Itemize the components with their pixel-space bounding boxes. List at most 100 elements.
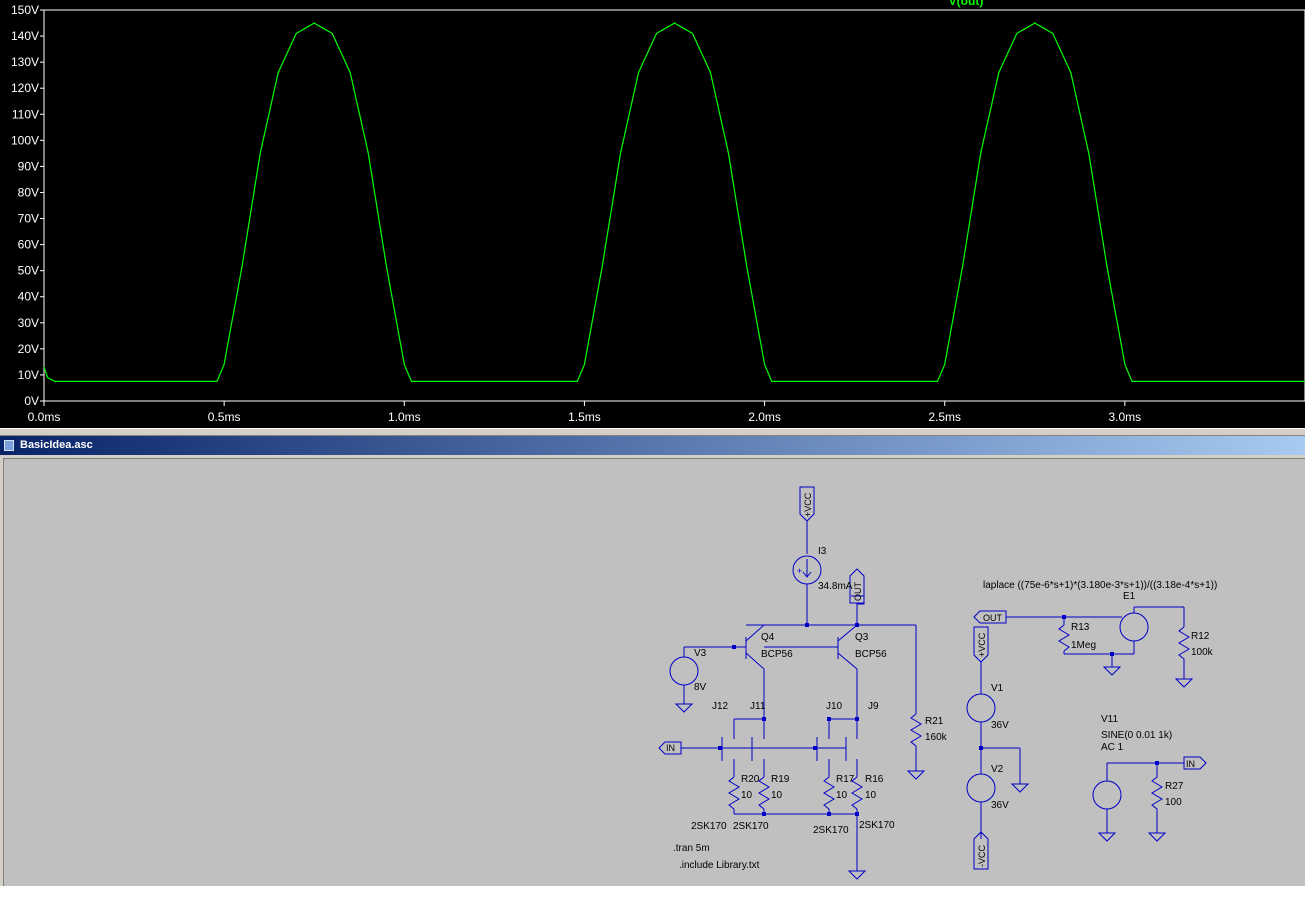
vcc-neg-flag[interactable] [973, 831, 989, 870]
y-tick-label: 70V [18, 212, 39, 226]
r12-value: 100k [1191, 647, 1214, 658]
voltage-source-v1[interactable] [966, 693, 996, 723]
v3-value: 8V [694, 682, 707, 693]
schematic-canvas[interactable]: +VCC I3 34.8mA OUT Q4 BCP56 Q3 BCP56 V3 … [3, 458, 1305, 886]
resistor-r20[interactable] [728, 776, 740, 810]
vcc-neg-label: -VCC [977, 845, 987, 867]
out-flag-top[interactable] [851, 595, 865, 625]
y-tick-label: 100V [11, 133, 39, 147]
waveform-plot[interactable]: 0V 10V 20V 30V 40V 50V 60V 70V 80V 90V 100V 110V 120… [0, 0, 1305, 428]
r19-name: R19 [771, 774, 790, 785]
v11-ac: AC 1 [1101, 742, 1124, 753]
y-tick-label: 60V [18, 238, 39, 252]
q3-model: BCP56 [855, 649, 887, 660]
jfet-model-3: 2SK170 [813, 825, 849, 836]
r17-value: 10 [836, 790, 848, 801]
voltage-source-v11[interactable] [1092, 780, 1122, 810]
voltage-source-v3[interactable] [669, 656, 699, 686]
y-tick-label: 30V [18, 316, 39, 330]
jfet-model-2: 2SK170 [733, 821, 769, 832]
v11-name: V11 [1101, 714, 1118, 725]
out-label-top: OUT [853, 582, 863, 602]
r16-value: 10 [865, 790, 877, 801]
x-tick-label: 1.0ms [388, 410, 421, 424]
y-tick-label: 20V [18, 342, 39, 356]
v1-name: V1 [991, 683, 1004, 694]
vcc-flag-mid[interactable] [973, 626, 989, 663]
x-tick-label: 3.0ms [1109, 410, 1142, 424]
dependent-source-e1[interactable] [1119, 612, 1149, 642]
x-tick-label: 1.5ms [568, 410, 601, 424]
q4-name: Q4 [761, 632, 775, 643]
resistor-r16[interactable] [851, 776, 863, 810]
in-label-right: IN [1186, 759, 1195, 769]
r13-name: R13 [1071, 622, 1090, 633]
r27-name: R27 [1165, 781, 1184, 792]
v11-value: SINE(0 0.01 1k) [1101, 730, 1172, 741]
window-title: BasicIdea.asc [20, 439, 93, 451]
y-tick-label: 150V [11, 3, 39, 17]
schematic-document-icon [4, 440, 14, 451]
schematic-titlebar[interactable]: BasicIdea.asc [0, 436, 1305, 455]
r20-value: 10 [741, 790, 753, 801]
x-tick-label: 2.0ms [748, 410, 781, 424]
j11-label: J11 [750, 701, 766, 712]
in-flag-right[interactable] [1183, 756, 1207, 770]
e1-name: E1 [1123, 591, 1136, 602]
resistor-r17[interactable] [823, 776, 835, 810]
r16-name: R16 [865, 774, 884, 785]
y-tick-label: 120V [11, 81, 39, 95]
laplace-expression: laplace ((75e-6*s+1)*(3.180e-3*s+1))/((3… [983, 580, 1217, 591]
j12-label: J12 [712, 701, 729, 712]
r13-value: 1Meg [1071, 640, 1096, 651]
svg-text:+: + [797, 566, 802, 576]
i3-name: I3 [818, 546, 827, 557]
y-tick-label: 50V [18, 264, 39, 278]
vcc-flag-top[interactable] [799, 486, 815, 522]
x-tick-label: 0.5ms [208, 410, 241, 424]
in-label-left: IN [666, 743, 675, 753]
include-directive[interactable]: .include Library.txt [679, 860, 760, 871]
x-tick-label: 0.0ms [28, 410, 61, 424]
trace-label[interactable]: V(out) [949, 0, 984, 8]
j9-label: J9 [868, 701, 879, 712]
y-tick-label: 40V [18, 290, 39, 304]
i3-value: 34.8mA [818, 581, 853, 592]
r27-value: 100 [1165, 797, 1182, 808]
v2-value: 36V [991, 800, 1009, 811]
v1-value: 36V [991, 720, 1009, 731]
out-label-mid: OUT [983, 613, 1003, 623]
vcc-label-mid: +VCC [977, 632, 987, 657]
resistor-r19[interactable] [758, 776, 770, 810]
schematic-window: BasicIdea.asc [0, 436, 1305, 886]
r21-name: R21 [925, 716, 944, 727]
resistor-r21[interactable] [910, 713, 922, 771]
y-tick-label: 110V [12, 107, 39, 121]
y-tick-label: 140V [11, 29, 39, 43]
voltage-source-v2[interactable] [966, 773, 996, 803]
v3-name: V3 [694, 648, 707, 659]
y-tick-label: 10V [18, 368, 39, 382]
y-tick-label: 0V [24, 394, 39, 408]
y-tick-label: 90V [18, 159, 39, 173]
schematic-drawing[interactable]: +VCC I3 34.8mA OUT Q4 BCP56 Q3 BCP56 V3 … [4, 459, 1304, 885]
x-tick-label: 2.5ms [928, 410, 961, 424]
v2-name: V2 [991, 764, 1004, 775]
resistor-r13[interactable] [1058, 624, 1070, 652]
y-tick-label: 80V [18, 185, 39, 199]
r19-value: 10 [771, 790, 783, 801]
pane-splitter[interactable] [0, 428, 1305, 436]
vcc-label-top: +VCC [803, 492, 813, 517]
tran-directive[interactable]: .tran 5m [673, 843, 710, 854]
waveform-plot-pane[interactable]: 0V 10V 20V 30V 40V 50V 60V 70V 80V 90V 100V 110V 120… [0, 0, 1305, 428]
q4-model: BCP56 [761, 649, 793, 660]
r20-name: R20 [741, 774, 760, 785]
plot-frame [43, 9, 1305, 402]
q3-name: Q3 [855, 632, 869, 643]
y-tick-label: 130V [11, 55, 39, 69]
r21-value: 160k [925, 732, 948, 743]
resistor-r27[interactable] [1151, 763, 1163, 833]
resistor-r12[interactable] [1178, 626, 1190, 679]
j10-label: J10 [826, 701, 843, 712]
trace-v-out[interactable] [43, 22, 1305, 382]
